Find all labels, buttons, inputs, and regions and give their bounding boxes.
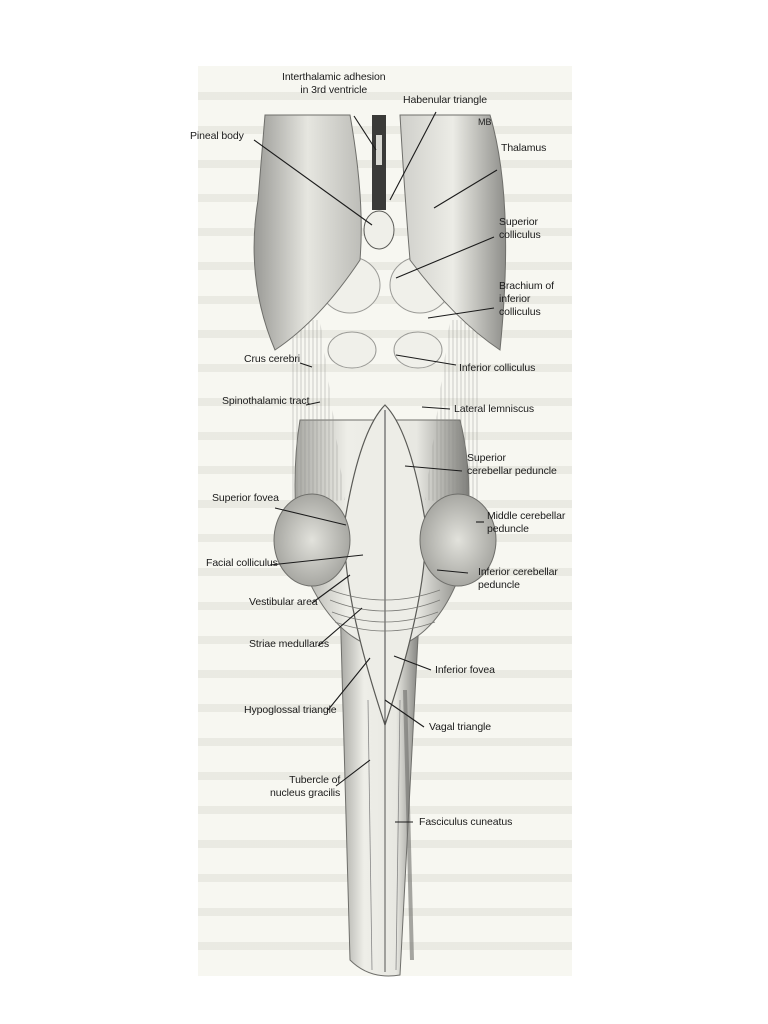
label-hypoglossal-triangle: Hypoglossal triangle xyxy=(244,704,337,716)
label-superior-cerebellar-peduncle: Superior cerebellar peduncle xyxy=(467,452,557,477)
label-inferior-cerebellar-peduncle: Inferior cerebellar peduncle xyxy=(478,566,558,591)
middle-cerebellar-peduncle-right xyxy=(419,493,497,587)
label-inferior-colliculus: Inferior colliculus xyxy=(459,362,536,374)
medulla xyxy=(339,599,421,977)
label-superior-fovea: Superior fovea xyxy=(212,492,279,504)
label-crus-cerebri: Crus cerebri xyxy=(244,353,300,365)
label-superior-colliculus: Superior colliculus xyxy=(499,216,541,241)
label-brachium-inferior-colliculus: Brachium of inferior colliculus xyxy=(499,280,554,318)
label-vagal-triangle: Vagal triangle xyxy=(429,721,492,733)
thalamus-right xyxy=(399,114,507,351)
label-fasciculus-cuneatus: Fasciculus cuneatus xyxy=(419,816,513,828)
label-spinothalamic-tract: Spinothalamic tract xyxy=(222,395,310,407)
pineal-body xyxy=(363,210,395,250)
label-habenular-triangle: Habenular triangle xyxy=(403,94,488,106)
label-pineal-body: Pineal body xyxy=(190,130,244,142)
label-inferior-fovea: Inferior fovea xyxy=(435,664,495,676)
corner-mark: MB xyxy=(478,117,492,127)
label-lateral-lemniscus: Lateral lemniscus xyxy=(454,403,535,415)
label-middle-cerebellar-peduncle: Middle cerebellar peduncle xyxy=(487,510,566,535)
label-vestibular-area: Vestibular area xyxy=(249,596,318,608)
label-facial-colliculus: Facial colliculus xyxy=(206,557,278,569)
thalamus-left xyxy=(253,114,362,351)
middle-cerebellar-peduncle-left xyxy=(273,493,351,587)
label-interthalamic-adhesion: Interthalamic adhesion in 3rd ventricle xyxy=(282,71,386,96)
label-striae-medullares: Striae medullares xyxy=(249,638,330,650)
label-tubercle-nucleus-gracilis: Tubercle of nucleus gracilis xyxy=(270,774,341,799)
label-thalamus: Thalamus xyxy=(501,142,547,154)
